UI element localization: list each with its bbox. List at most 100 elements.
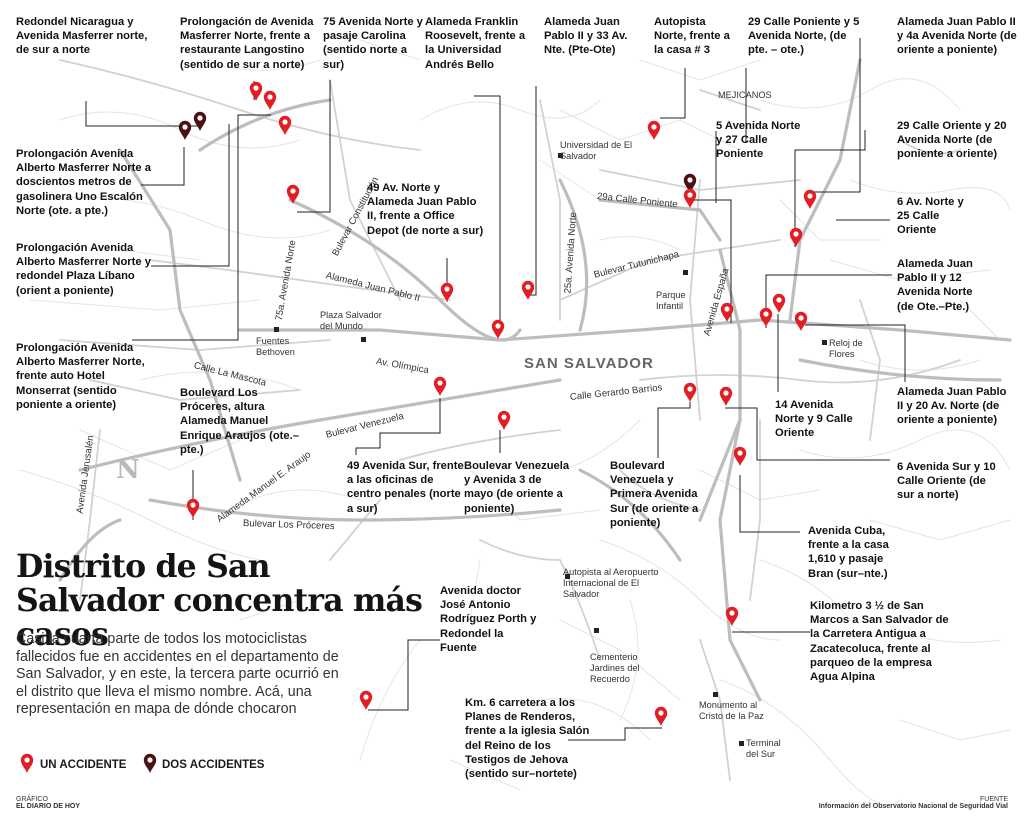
accident-label: 5 Avenida Norte y 27 Calle Poniente bbox=[716, 120, 801, 161]
marker-hole bbox=[197, 115, 203, 121]
accident-marker bbox=[278, 115, 292, 135]
marker-hole bbox=[687, 177, 693, 183]
accident-marker bbox=[794, 311, 808, 331]
accident-marker bbox=[20, 753, 34, 773]
place-label: Terminal del Sur bbox=[746, 738, 781, 759]
marker-hole bbox=[723, 390, 729, 396]
accident-marker bbox=[683, 188, 697, 208]
marker-hole bbox=[253, 85, 259, 91]
marker-hole bbox=[495, 323, 501, 329]
double-accident-marker bbox=[178, 120, 192, 140]
page-title: Distrito de San Salvador concentra más c… bbox=[16, 548, 423, 653]
marker-hole bbox=[525, 284, 531, 290]
accident-label: Alameda Juan Pablo II y 12 Avenida Norte… bbox=[897, 258, 973, 313]
legend-one-label: UN ACCIDENTE bbox=[40, 759, 127, 771]
marker-hole bbox=[729, 610, 735, 616]
marker-hole bbox=[724, 306, 730, 312]
marker-hole bbox=[798, 315, 804, 321]
accident-label: Prolongación Avenida Alberto Masferrer N… bbox=[16, 148, 151, 217]
accident-label: Kilometro 3 ½ de San Marcos a San Salvad… bbox=[810, 600, 949, 684]
intro-text: Casi la cuarta parte de todos los motoci… bbox=[16, 631, 339, 718]
north-arrow: N bbox=[116, 455, 140, 485]
legend-markers bbox=[20, 753, 157, 773]
marker-hole bbox=[776, 297, 782, 303]
credit-value: EL DIARIO DE HOY bbox=[16, 803, 81, 810]
accident-label: 6 Av. Norte y 25 Calle Oriente bbox=[897, 196, 964, 237]
accident-marker bbox=[803, 189, 817, 209]
city-label: SAN SALVADOR bbox=[524, 355, 654, 372]
source-value: Información del Observatorio Nacional de… bbox=[818, 803, 1008, 810]
accident-marker bbox=[772, 293, 786, 313]
accident-label: Boulevard Venezuela y Primera Avenida Su… bbox=[610, 460, 699, 529]
accident-marker bbox=[491, 319, 505, 339]
accident-label: 75 Avenida Norte y pasaje Carolina (sent… bbox=[323, 16, 423, 71]
accident-label: Alameda Juan Pablo II y 4a Avenida Norte… bbox=[897, 16, 1017, 57]
accident-label: 29 Calle Poniente y 5 Avenida Norte, (de… bbox=[748, 16, 860, 57]
accident-label: 29 Calle Oriente y 20 Avenida Norte (de … bbox=[897, 120, 1007, 161]
marker-hole bbox=[501, 414, 507, 420]
accident-label: Boulevar Venezuela y Avenida 3 de mayo (… bbox=[464, 460, 570, 515]
accident-marker bbox=[186, 498, 200, 518]
place-label: Fuentes Bethoven bbox=[256, 336, 295, 357]
accident-markers bbox=[178, 81, 817, 726]
accident-marker bbox=[759, 307, 773, 327]
place-label: Plaza Salvador del Mundo bbox=[320, 310, 382, 331]
credit-label: GRÁFICO bbox=[16, 796, 48, 803]
marker-hole bbox=[267, 94, 273, 100]
accident-marker bbox=[263, 90, 277, 110]
double-accident-marker bbox=[683, 173, 697, 193]
accident-marker bbox=[497, 410, 511, 430]
accident-label: Km. 6 carretera a los Planes de Renderos… bbox=[465, 697, 590, 781]
place-markers bbox=[274, 153, 827, 746]
marker-hole bbox=[190, 502, 196, 508]
accident-label: Prolongación Avenida Alberto Masferrer N… bbox=[16, 242, 151, 297]
marker-hole bbox=[687, 192, 693, 198]
accident-marker bbox=[789, 227, 803, 247]
accident-label: Avenida doctor José Antonio Rodríguez Po… bbox=[440, 585, 537, 654]
accident-label: Alameda Juan Pablo II y 20 Av. Norte (de… bbox=[897, 386, 1007, 427]
marker-hole bbox=[24, 757, 30, 763]
marker-hole bbox=[444, 286, 450, 292]
accident-label: Alameda Juan Pablo II y 33 Av. Nte. (Pte… bbox=[544, 16, 628, 57]
accident-marker bbox=[720, 302, 734, 322]
marker-hole bbox=[687, 386, 693, 392]
accident-label: Avenida Cuba, frente a la casa 1,610 y p… bbox=[808, 525, 889, 580]
accident-marker bbox=[733, 446, 747, 466]
marker-hole bbox=[651, 124, 657, 130]
accident-marker bbox=[433, 376, 447, 396]
accident-marker bbox=[647, 120, 661, 140]
leader-lines bbox=[85, 38, 906, 741]
accident-marker bbox=[440, 282, 454, 302]
marker-hole bbox=[147, 757, 153, 763]
accident-label: Boulevard Los Próceres, altura Alameda M… bbox=[180, 387, 299, 456]
place-label: Monumento al Cristo de la Paz bbox=[699, 700, 764, 721]
source: FUENTE Información del Observatorio Naci… bbox=[819, 796, 1008, 810]
accident-label: Prolongación Avenida Alberto Masferrer N… bbox=[16, 342, 145, 411]
place-label: MEJICANOS bbox=[718, 90, 772, 100]
place-label: Autopista al Aeropuerto Internacional de… bbox=[563, 567, 659, 599]
accident-label: Autopista Norte, frente a la casa # 3 bbox=[654, 16, 730, 57]
accident-label: 14 Avenida Norte y 9 Calle Oriente bbox=[775, 399, 853, 440]
place-label: Parque Infantil bbox=[656, 290, 686, 311]
accident-label: Alameda Franklin Roosevelt, frente a la … bbox=[425, 16, 526, 71]
accident-marker bbox=[725, 606, 739, 626]
marker-hole bbox=[363, 694, 369, 700]
marker-hole bbox=[807, 193, 813, 199]
double-accident-marker bbox=[143, 753, 157, 773]
marker-hole bbox=[437, 380, 443, 386]
place-label: Cementerio Jardines del Recuerdo bbox=[590, 652, 640, 684]
credit: GRÁFICO EL DIARIO DE HOY bbox=[16, 796, 80, 810]
marker-hole bbox=[793, 231, 799, 237]
accident-marker bbox=[286, 184, 300, 204]
source-label: FUENTE bbox=[980, 796, 1008, 803]
marker-hole bbox=[290, 188, 296, 194]
marker-hole bbox=[763, 311, 769, 317]
accident-label: 6 Avenida Sur y 10 Calle Oriente (de sur… bbox=[897, 461, 996, 502]
accident-label: 49 Av. Norte y Alameda Juan Pablo II, fr… bbox=[367, 182, 484, 237]
accident-marker bbox=[249, 81, 263, 101]
accident-marker bbox=[654, 706, 668, 726]
accident-marker bbox=[719, 386, 733, 406]
street-network bbox=[19, 39, 1012, 806]
place-label: Universidad de El Salvador bbox=[560, 140, 633, 161]
